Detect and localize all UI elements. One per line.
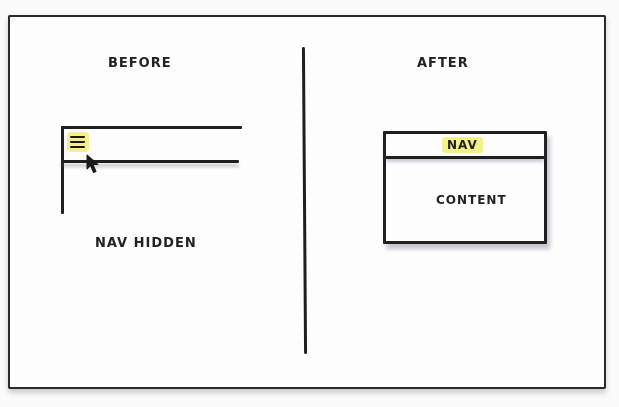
after-window-sketch: NAV CONTENT xyxy=(383,131,547,244)
before-window-sketch xyxy=(61,126,242,216)
before-header-bar xyxy=(61,160,239,163)
after-nav-bar: NAV xyxy=(386,134,544,159)
before-window-top-edge xyxy=(61,126,242,129)
before-heading: BEFORE xyxy=(108,56,172,71)
after-heading: AFTER xyxy=(417,56,469,71)
before-window-left-edge xyxy=(61,126,64,214)
menu-line xyxy=(70,136,85,138)
menu-line xyxy=(70,146,85,148)
before-caption: NAV HIDDEN xyxy=(95,236,197,251)
mouse-pointer-icon xyxy=(86,154,99,173)
content-label: CONTENT xyxy=(436,193,507,207)
nav-label[interactable]: NAV xyxy=(442,137,483,153)
menu-line xyxy=(70,141,85,143)
hamburger-menu-icon[interactable] xyxy=(67,132,89,152)
